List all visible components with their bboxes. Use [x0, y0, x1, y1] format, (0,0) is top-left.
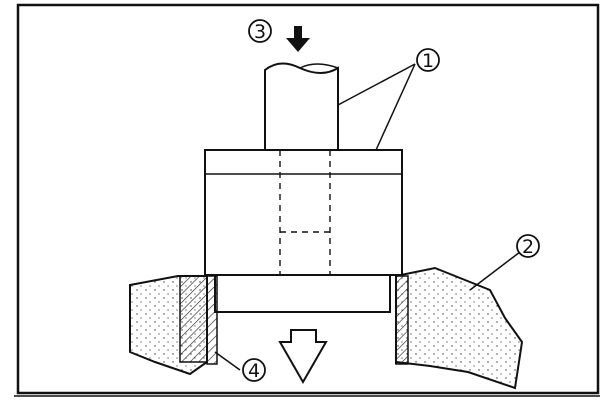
figure-frame — [16, 3, 600, 395]
bearing — [205, 274, 402, 313]
callout-3-label: 3 — [254, 21, 266, 43]
output-direction-arrow — [278, 329, 328, 385]
bearing-driver-tool — [204, 149, 403, 312]
callout-2: 2 — [516, 234, 540, 258]
press-direction-arrow — [286, 26, 310, 52]
callout-2-label: 2 — [522, 236, 534, 258]
bearing-outer-race — [206, 275, 218, 365]
callout-1: 1 — [416, 48, 440, 72]
callout-4-label: 4 — [248, 360, 260, 382]
driver-shaft — [264, 62, 339, 150]
leader-lines — [214, 63, 521, 371]
housing-left — [129, 275, 208, 376]
callout-3: 3 — [248, 19, 272, 43]
housing-right — [395, 266, 524, 390]
callout-1-label: 1 — [422, 50, 434, 72]
callout-4: 4 — [242, 358, 266, 382]
